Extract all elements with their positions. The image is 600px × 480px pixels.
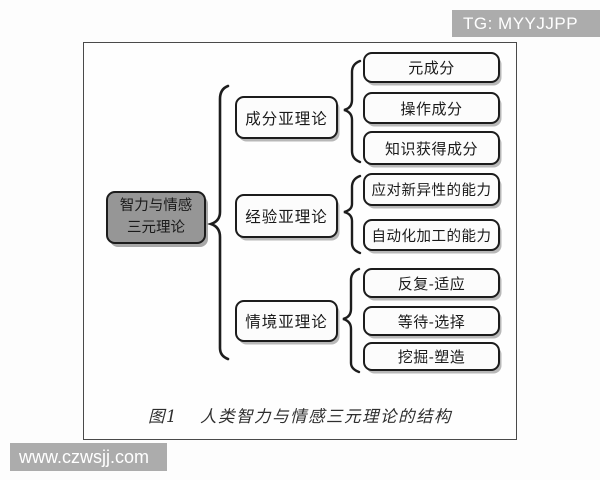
figure-caption-text: 人类智力与情感三元理论的结构 — [200, 407, 452, 426]
node-repeat-adapt: 反复-适应 — [363, 268, 500, 298]
node-metacomponents: 元成分 — [363, 52, 500, 83]
node-performance-components: 操作成分 — [363, 92, 500, 124]
figure-caption: 图1 人类智力与情感三元理论的结构 — [83, 403, 517, 427]
root-label-line1: 智力与情感 — [119, 197, 193, 214]
figure-caption-number: 图1 — [148, 407, 178, 426]
root-label-line2: 三元理论 — [127, 219, 185, 236]
watermark-top-right: TG: MYYJJPP — [452, 10, 600, 37]
watermark-bottom-left: www.czwsjj.com — [10, 443, 167, 471]
node-dig-shape: 挖掘-塑造 — [363, 342, 500, 371]
node-automatization-ability: 自动化加工的能力 — [363, 219, 500, 251]
node-knowledge-acquisition: 知识获得成分 — [363, 131, 500, 165]
node-contextual-subtheory: 情境亚理论 — [235, 300, 338, 342]
node-root-theory: 智力与情感 三元理论 — [106, 191, 206, 244]
node-novelty-ability: 应对新异性的能力 — [363, 173, 500, 206]
node-experiential-subtheory: 经验亚理论 — [235, 194, 338, 238]
node-componential-subtheory: 成分亚理论 — [235, 96, 338, 139]
node-wait-select: 等待-选择 — [363, 306, 500, 336]
